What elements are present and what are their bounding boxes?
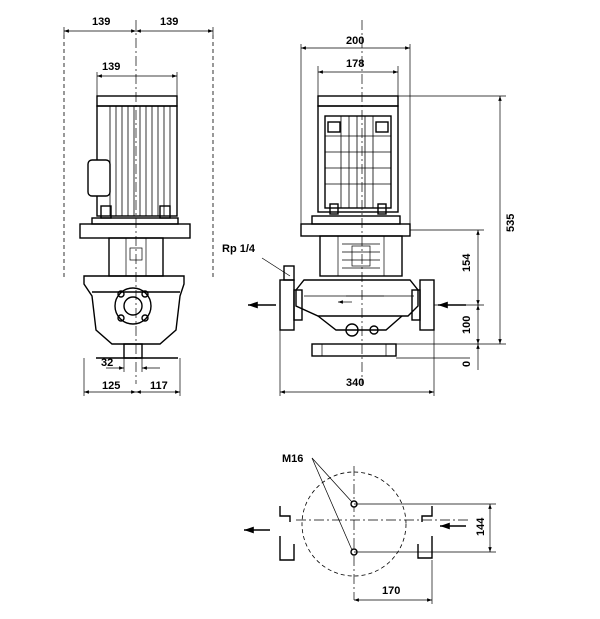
dim-front-zero: 0 — [461, 361, 473, 367]
dim-plan-bolt-offset: 170 — [382, 585, 400, 597]
dim-front-base-height: 100 — [461, 316, 473, 334]
dim-front-motor-width: 178 — [346, 58, 364, 70]
front-pump-housing — [279, 265, 435, 357]
front-adapter-flange — [300, 223, 411, 237]
dim-side-base-left: 125 — [102, 380, 120, 392]
bolt-size-label: M16 — [282, 453, 303, 465]
front-view: Rp 1/4 200 178 535 154 100 0 340 — [222, 20, 517, 396]
dim-side-base-right: 117 — [150, 380, 168, 392]
side-adapter-flange — [79, 223, 191, 239]
side-motor — [87, 95, 178, 219]
dim-plan-bolt-spacing: 144 — [475, 517, 487, 536]
dim-side-left-half: 139 — [92, 16, 110, 28]
dim-side-motor-half: 139 — [102, 61, 120, 73]
dim-side-right-half: 139 — [160, 16, 178, 28]
side-pump-housing — [83, 275, 185, 359]
front-lantern — [319, 235, 403, 277]
dim-front-flange-length: 340 — [346, 377, 364, 389]
dim-front-total-height: 535 — [505, 214, 517, 232]
dim-front-port-height: 154 — [461, 253, 473, 272]
side-view: 139 139 139 32 125 117 — [63, 16, 214, 396]
gauge-connection-label: Rp 1/4 — [222, 243, 256, 255]
plan-view: M16 144 170 — [244, 453, 496, 604]
dim-side-pipe: 32 — [101, 357, 113, 369]
dim-front-total-width: 200 — [346, 35, 364, 47]
front-motor — [317, 95, 399, 215]
